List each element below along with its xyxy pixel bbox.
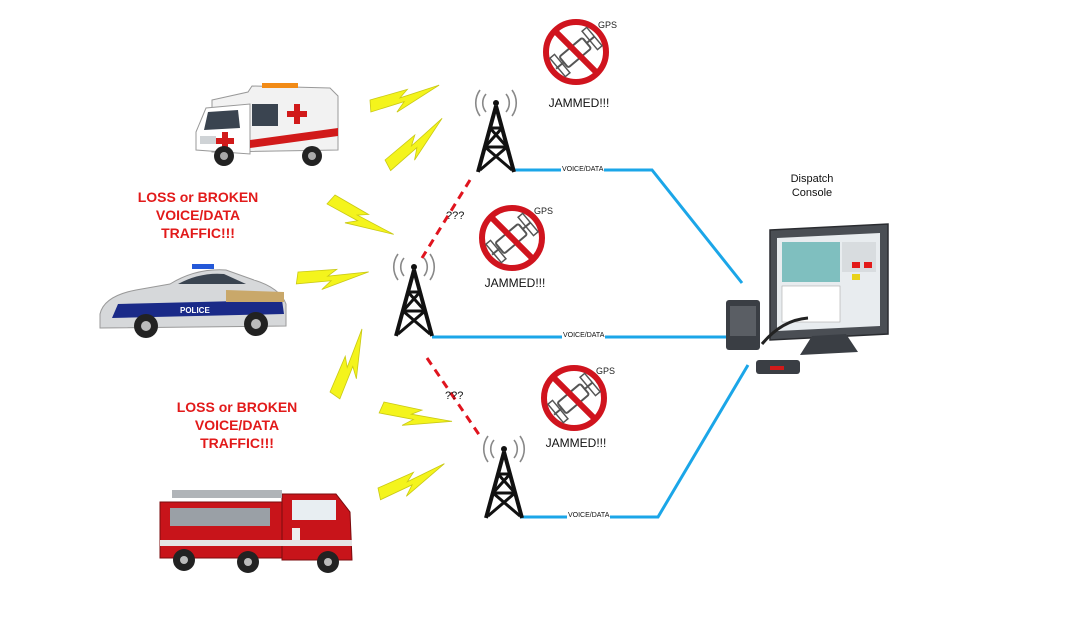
police-car: POLICE [99, 264, 287, 338]
lightning-icon [377, 392, 453, 444]
lightning-icon [295, 261, 370, 297]
gps-label: GPS [596, 366, 615, 376]
link-label-top: VOICE/DATA [561, 166, 605, 173]
warning-line: TRAFFIC!!! [161, 225, 235, 241]
warning-line: LOSS or BROKEN [176, 399, 298, 415]
warning-text-lower: LOSS or BROKEN VOICE/DATA TRAFFIC!!! [152, 398, 322, 452]
link-label-middle: VOICE/DATA [562, 332, 606, 339]
broken-link-upper [420, 179, 472, 259]
unknown-link-upper: ??? [446, 210, 465, 222]
warning-line: TRAFFIC!!! [200, 435, 274, 451]
lightning-icon [325, 187, 395, 253]
radio-tower-middle [391, 252, 437, 338]
police-label: POLICE [180, 306, 210, 315]
fire-truck [159, 490, 353, 573]
gps-label: GPS [598, 20, 617, 30]
gps-jammed-icon: GPS [482, 206, 553, 268]
jammed-label-bottom: JAMMED!!! [545, 436, 607, 450]
warning-line: VOICE/DATA [194, 417, 280, 433]
radio-tower-bottom [481, 434, 527, 520]
dispatch-console [726, 223, 889, 374]
console-title-line2: Console [791, 187, 833, 199]
unknown-link-lower: ??? [445, 390, 464, 402]
link-label-bottom: VOICE/DATA [567, 512, 611, 519]
link-line-bottom [520, 364, 750, 519]
lightning-icon [379, 117, 454, 173]
ambulance [195, 83, 339, 166]
gps-label: GPS [534, 206, 553, 216]
lightning-icon [321, 328, 383, 401]
console-title-line1: Dispatch [790, 173, 834, 185]
gps-jammed-icon: GPS [544, 366, 615, 428]
console-title: Dispatch Console [772, 172, 852, 200]
lightning-icon [375, 463, 450, 503]
link-line-top [513, 168, 744, 284]
jammed-label-middle: JAMMED!!! [484, 276, 546, 290]
radio-tower-top [473, 88, 519, 174]
warning-line: LOSS or BROKEN [137, 189, 259, 205]
broken-link-lower [425, 357, 482, 437]
gps-jammed-icon: GPS [546, 20, 617, 82]
lightning-icon [368, 84, 442, 115]
jammed-label-top: JAMMED!!! [548, 96, 610, 110]
warning-line: VOICE/DATA [155, 207, 241, 223]
warning-text-upper: LOSS or BROKEN VOICE/DATA TRAFFIC!!! [113, 188, 283, 242]
